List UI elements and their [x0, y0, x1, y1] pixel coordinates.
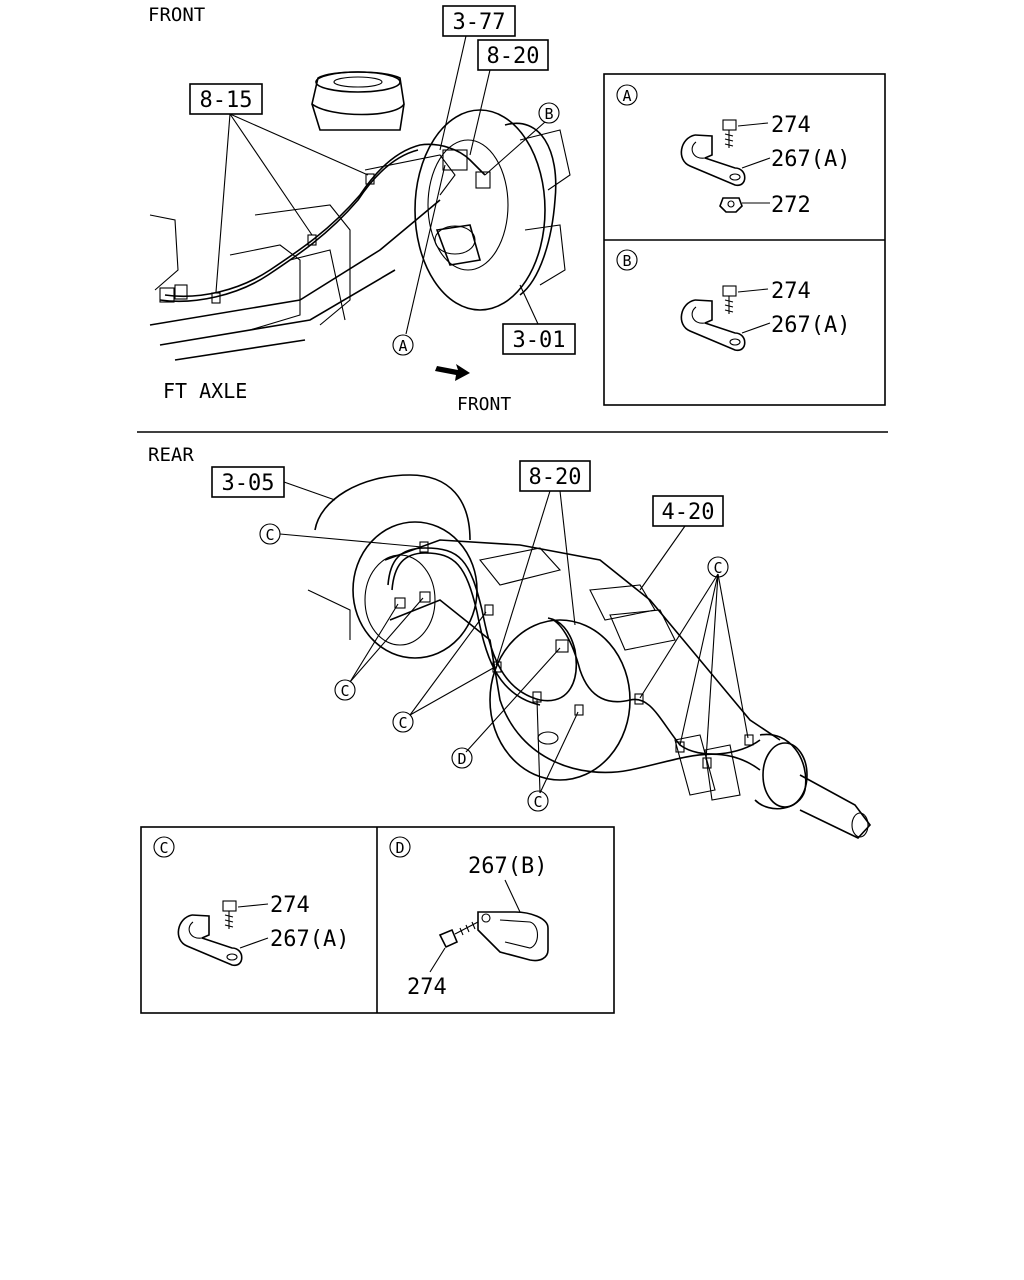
detail-c-clip-part: 267(A)	[270, 927, 349, 952]
detail-c-letter: C	[159, 839, 168, 857]
callout-a-front: A	[392, 334, 414, 356]
ref-label-8-15: 8-15	[200, 88, 253, 113]
detail-panel-cd	[140, 826, 615, 1014]
callout-c-1: C	[259, 523, 281, 545]
callout-c-2: C	[334, 679, 356, 701]
callout-b-front: B	[538, 102, 560, 124]
ref-box-4-20: 4-20	[652, 495, 724, 527]
rear-axle-drawing	[307, 474, 872, 839]
p-clip-icon	[680, 299, 746, 351]
callout-c-label: C	[533, 793, 542, 811]
callout-a-label: A	[398, 337, 407, 355]
callout-c-label: C	[398, 714, 407, 732]
p-clip-icon	[177, 914, 243, 966]
front-direction-label: FRONT	[457, 394, 511, 415]
bolt-icon	[722, 119, 737, 148]
ref-label-3-01: 3-01	[513, 328, 566, 353]
ref-box-8-20-rear: 8-20	[519, 460, 591, 492]
callout-c-label: C	[265, 526, 274, 544]
ref-box-8-20-front: 8-20	[477, 39, 549, 71]
detail-b-letter: B	[622, 252, 631, 270]
callout-c-label: C	[340, 682, 349, 700]
ref-box-3-77: 3-77	[442, 5, 516, 37]
front-section-title: FRONT	[148, 4, 205, 26]
ref-box-3-05: 3-05	[211, 466, 285, 498]
callout-c-3: C	[392, 711, 414, 733]
rear-section-title: REAR	[148, 444, 194, 466]
front-direction-arrow-icon	[435, 364, 470, 381]
ref-box-3-01: 3-01	[502, 323, 576, 355]
front-axle-drawing	[149, 71, 571, 361]
bolt-icon	[438, 921, 479, 949]
detail-b-clip-part: 267(A)	[771, 313, 850, 338]
detail-c-bolt-part: 274	[270, 893, 310, 918]
callout-b-label: B	[544, 105, 553, 123]
ref-box-8-15: 8-15	[189, 83, 263, 115]
bolt-icon	[222, 900, 237, 929]
callout-c-label: C	[713, 559, 722, 577]
detail-a: A 274 267(A) 272	[616, 84, 850, 218]
ft-axle-label: FT AXLE	[163, 379, 247, 403]
front-leader-lines	[215, 35, 546, 335]
detail-b-bolt-part: 274	[771, 279, 811, 304]
callout-d-rear: D	[451, 747, 473, 769]
callout-c-5: C	[707, 556, 729, 578]
p-clip-icon	[680, 134, 746, 186]
bolt-icon	[722, 285, 737, 314]
ref-label-8-20-front: 8-20	[487, 44, 540, 69]
ref-label-3-77: 3-77	[453, 10, 506, 35]
callout-c-4: C	[527, 790, 549, 812]
ref-label-4-20: 4-20	[662, 500, 715, 525]
detail-d-letter: D	[395, 839, 404, 857]
detail-b: B 274 267(A)	[616, 249, 850, 351]
bracket-clip-icon	[477, 911, 549, 962]
detail-d: D 267(B) 274	[389, 836, 549, 1000]
detail-d-clip-part: 267(B)	[468, 854, 547, 879]
ref-label-3-05: 3-05	[222, 471, 275, 496]
detail-panel-ab	[603, 73, 886, 406]
detail-a-bolt-part: 274	[771, 113, 811, 138]
rear-leader-lines	[279, 481, 749, 794]
detail-d-bolt-part: 274	[407, 975, 447, 1000]
detail-a-letter: A	[622, 87, 631, 105]
nut-icon	[719, 197, 743, 213]
detail-c: C 274 267(A)	[153, 836, 349, 966]
detail-a-clip-part: 267(A)	[771, 147, 850, 172]
callout-d-label: D	[457, 750, 466, 768]
detail-a-nut-part: 272	[771, 193, 811, 218]
ref-label-8-20-rear: 8-20	[529, 465, 582, 490]
